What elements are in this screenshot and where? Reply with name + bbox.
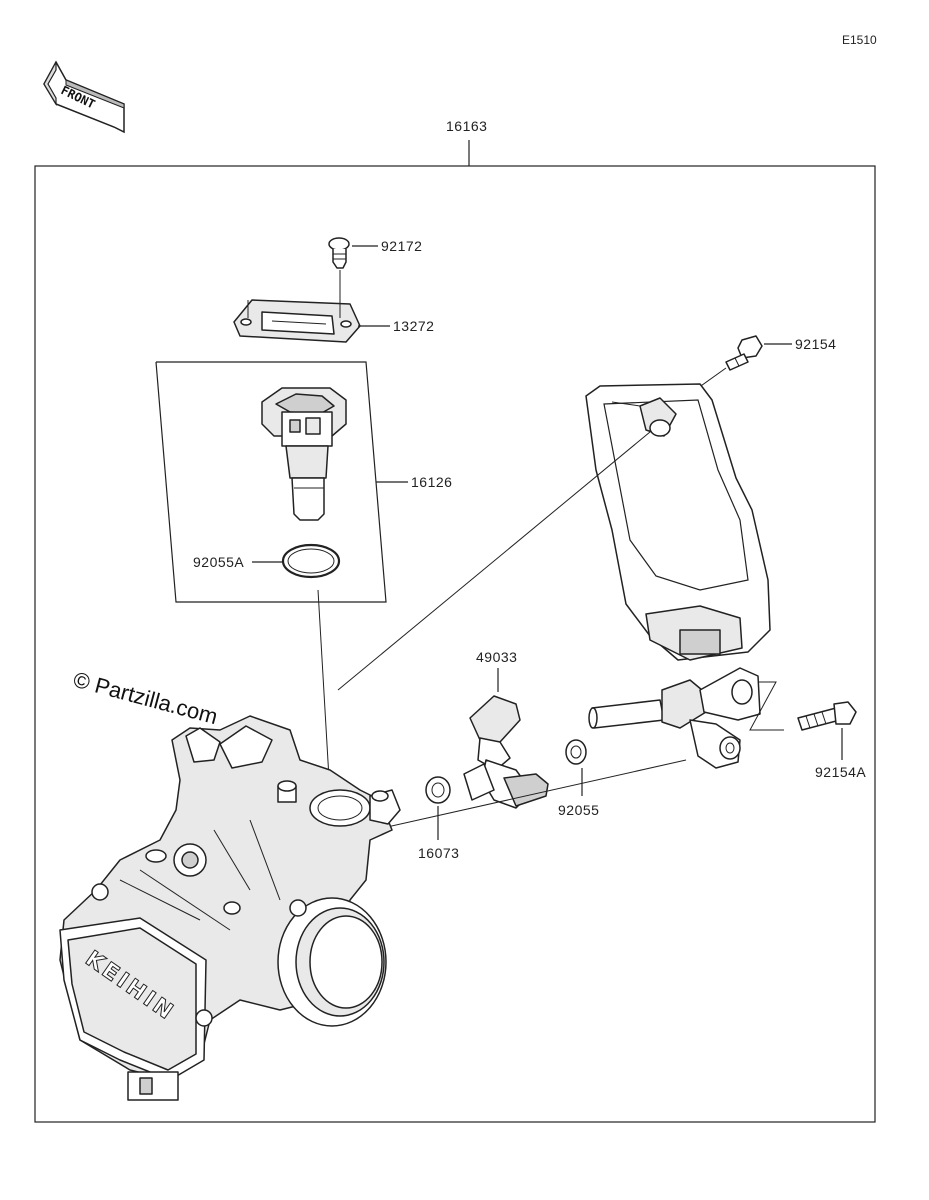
- watermark-partzilla: © Partzilla.com: [71, 667, 221, 730]
- label-16126: 16126: [411, 474, 452, 490]
- o-ring-inner-icon: [287, 548, 335, 574]
- o-ring-92055a-icon: [281, 543, 341, 579]
- pipe-bracket-leader: [749, 681, 784, 731]
- subassembly-16126-bracket: [155, 361, 387, 603]
- label-92055: 92055: [558, 802, 599, 818]
- label-16163: 16163: [446, 118, 487, 134]
- front-arrow-icon: FRONT: [43, 60, 125, 134]
- diagram-code: E1510: [842, 33, 877, 47]
- sensor-cover-icon: [585, 383, 771, 661]
- label-13272: 13272: [393, 318, 434, 334]
- cover-axis-line: [337, 431, 651, 691]
- bolt-92154-icon: [725, 335, 763, 371]
- lower-axis-line: [355, 759, 687, 835]
- label-92154a: 92154A: [815, 764, 866, 780]
- label-92055a: 92055A: [193, 554, 244, 570]
- label-49033: 49033: [476, 649, 517, 665]
- bolt-92154-axis-line: [697, 367, 727, 389]
- label-92172: 92172: [381, 238, 422, 254]
- screw-92172-icon: [328, 237, 350, 269]
- label-92154: 92154: [795, 336, 836, 352]
- assembly-frame: [34, 165, 876, 1123]
- washer-16073-icon: [425, 776, 451, 804]
- sensor-49033-icon: [463, 695, 549, 809]
- sensor-16126-icon: [261, 387, 347, 521]
- washer-92055-hole-icon: [570, 745, 582, 759]
- label-16073: 16073: [418, 845, 459, 861]
- plate-13272-icon: [233, 299, 361, 343]
- bolt-92154a-icon: [797, 701, 857, 731]
- washer-16073-hole-icon: [431, 782, 445, 798]
- throttle-body-icon: [59, 715, 401, 1101]
- pipe-bracket-icon: [588, 667, 761, 769]
- washer-92055-icon: [565, 739, 587, 765]
